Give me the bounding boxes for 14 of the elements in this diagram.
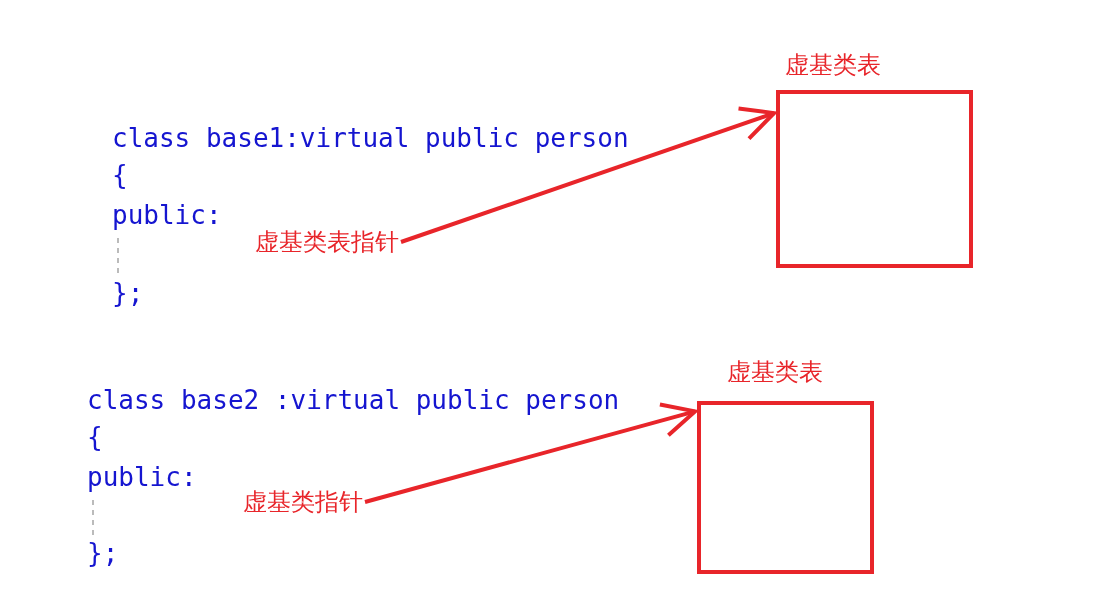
annotation-text: 虚基类表指针 — [255, 227, 399, 257]
code-line: class base1:virtual public person — [112, 123, 629, 153]
code-line: public: — [112, 200, 222, 230]
box-heading: 虚基类表 — [727, 357, 823, 387]
code-line: public: — [87, 462, 197, 492]
code-line: }; — [87, 538, 119, 568]
code-line: { — [87, 422, 103, 452]
arrow — [400, 106, 776, 244]
arrow — [364, 402, 697, 504]
code-line: class base2 :virtual public person — [87, 385, 620, 415]
code-line: }; — [112, 278, 144, 308]
annotation-text: 虚基类指针 — [243, 487, 363, 517]
box-heading: 虚基类表 — [785, 50, 881, 80]
code-line: { — [112, 160, 128, 190]
